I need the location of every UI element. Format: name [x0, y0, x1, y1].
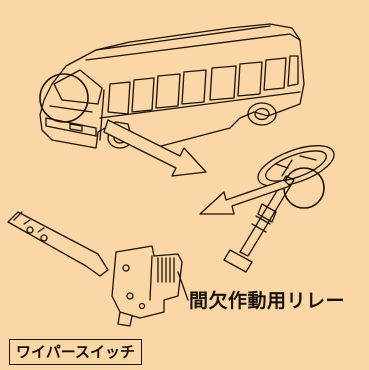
arrow-column-to-switch: [199, 179, 291, 215]
bus-illustration: [39, 23, 305, 151]
wiper-switch-illustration: [7, 211, 189, 327]
relay-label: 間欠作動用リレー: [189, 290, 346, 312]
wiper-switch-label: ワイパースイッチ: [9, 339, 142, 365]
arrow-bus-to-column: [103, 119, 207, 177]
steering-column-illustration: [223, 145, 335, 273]
